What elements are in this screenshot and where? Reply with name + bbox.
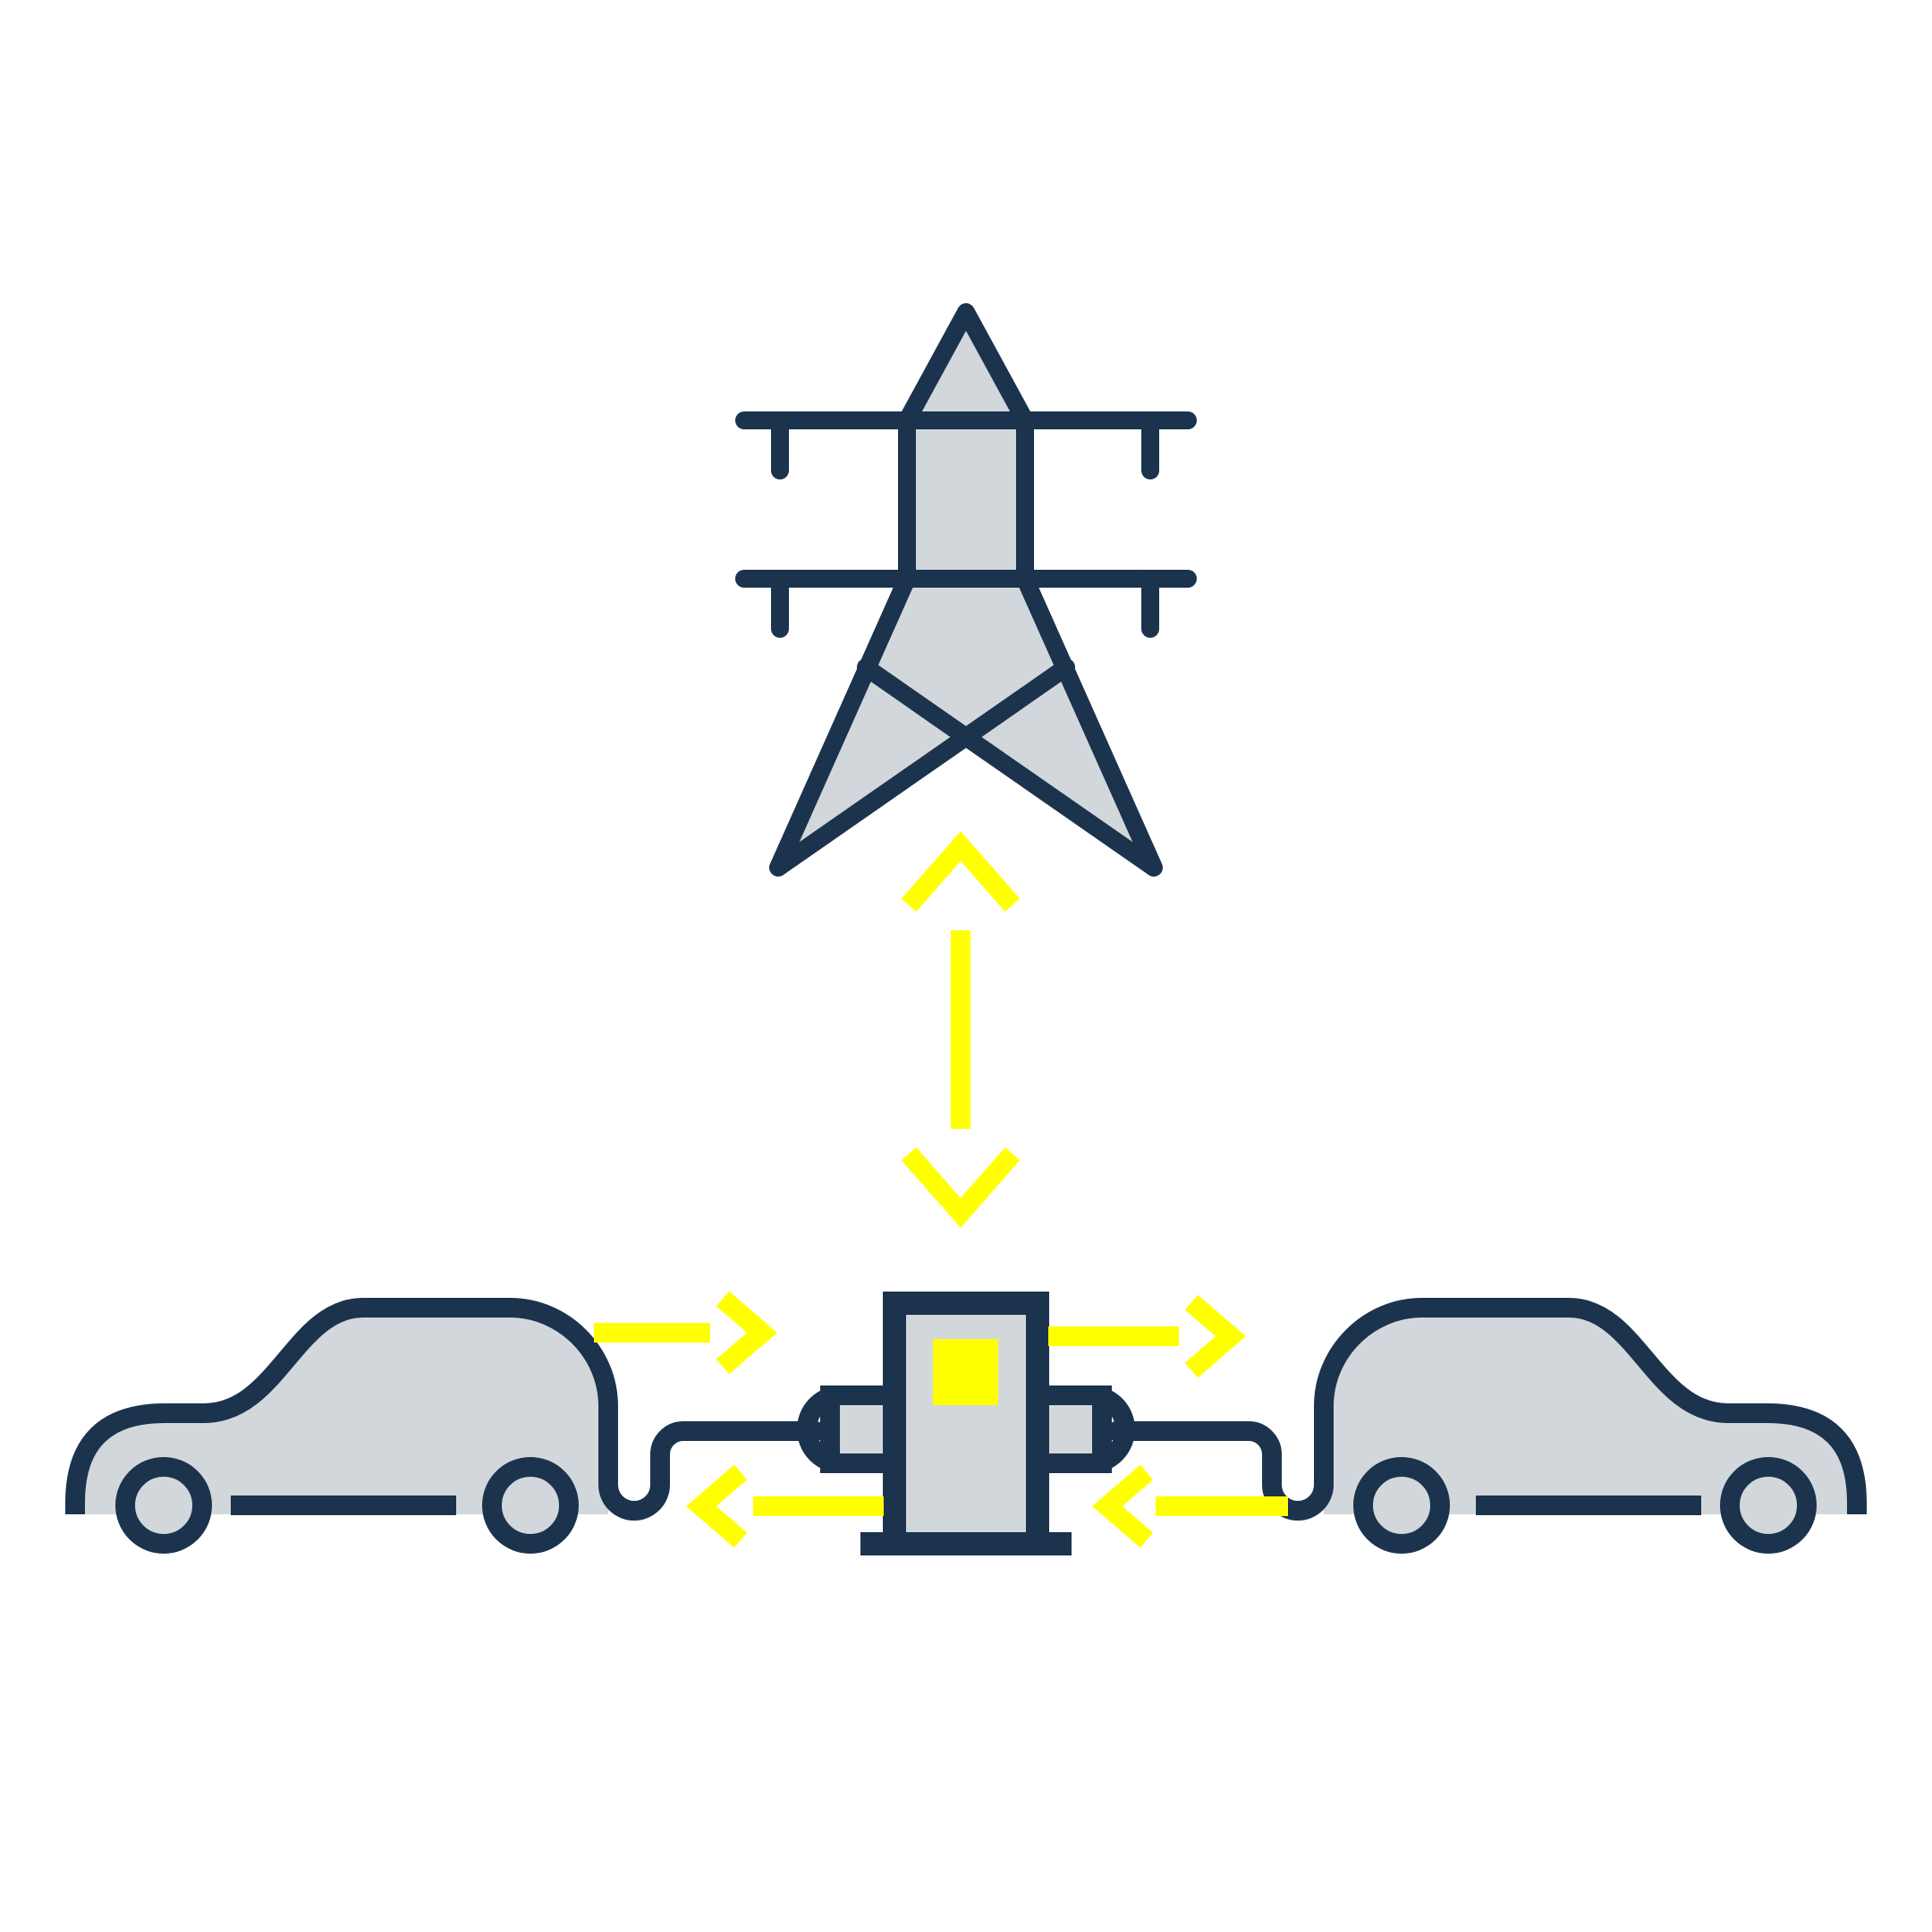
arrow-up-icon bbox=[901, 831, 1021, 912]
arrow-right-icon bbox=[1184, 1294, 1246, 1378]
electric-car-right bbox=[1106, 1298, 1867, 1554]
arrow-down-icon bbox=[901, 1147, 1021, 1228]
arrow-left-icon bbox=[686, 1464, 748, 1548]
power-pylon-icon bbox=[735, 303, 1197, 877]
wheel-icon bbox=[115, 1457, 212, 1554]
grid-charger-energy-flow bbox=[901, 831, 1021, 1228]
charging-station-icon bbox=[797, 1292, 1135, 1555]
charger-screen bbox=[933, 1339, 998, 1405]
left-car-charger-energy-flow bbox=[594, 1291, 884, 1548]
wheel-icon bbox=[1353, 1457, 1450, 1554]
charger-right-car-energy-flow bbox=[1048, 1294, 1288, 1548]
arrow-left-icon bbox=[1092, 1464, 1154, 1548]
arrow-right-icon bbox=[716, 1291, 777, 1375]
electric-car-left bbox=[65, 1298, 826, 1554]
wheel-icon bbox=[482, 1457, 579, 1554]
wheel-icon bbox=[1720, 1457, 1817, 1554]
